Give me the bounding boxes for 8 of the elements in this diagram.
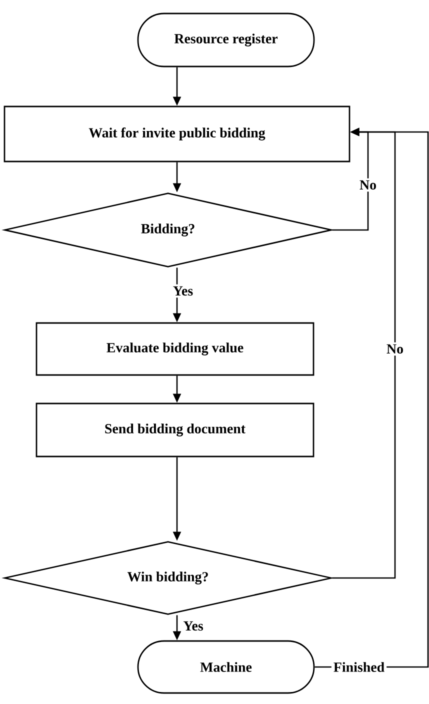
process-box: Wait for invite public bidding	[4, 106, 350, 162]
edge-label: Yes	[181, 619, 206, 633]
edge-label: Finished	[331, 660, 387, 674]
edge-label: No	[357, 178, 379, 192]
edge-label: No	[384, 342, 406, 356]
edge-label: Yes	[170, 284, 196, 298]
process-box: Evaluate bidding value	[36, 322, 314, 376]
process-box: Send bidding document	[36, 402, 314, 458]
